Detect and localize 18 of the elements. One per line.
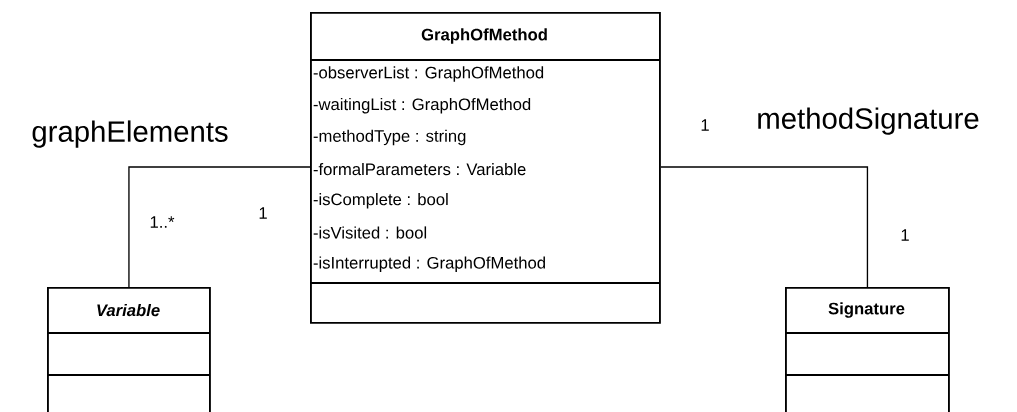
association-line <box>128 166 311 288</box>
multiplicity-label: 1..* <box>150 216 175 228</box>
class-name: Signature <box>828 302 905 318</box>
attribute-text: -methodType : string <box>313 129 466 146</box>
role-name: methodSignature <box>754 106 982 137</box>
multiplicity-label: 1 <box>701 119 709 131</box>
multiplicity-label: 1 <box>259 207 267 219</box>
class-name: GraphOfMethod <box>421 28 547 44</box>
multiplicity-label: 1 <box>901 229 909 241</box>
association-line <box>660 166 869 288</box>
attribute-text: -waitingList : GraphOfMethod <box>313 97 531 114</box>
role-name: graphElements <box>30 119 230 150</box>
attribute-text: -isVisited : bool <box>313 226 427 239</box>
attribute-text: -isComplete : bool <box>313 193 448 209</box>
attribute-text: -isInterrupted : GraphOfMethod <box>313 256 545 272</box>
attribute-text: -observerList : GraphOfMethod <box>313 66 544 82</box>
class-name: Variable <box>97 303 160 317</box>
attribute-text: -formalParameters : Variable <box>313 163 526 176</box>
